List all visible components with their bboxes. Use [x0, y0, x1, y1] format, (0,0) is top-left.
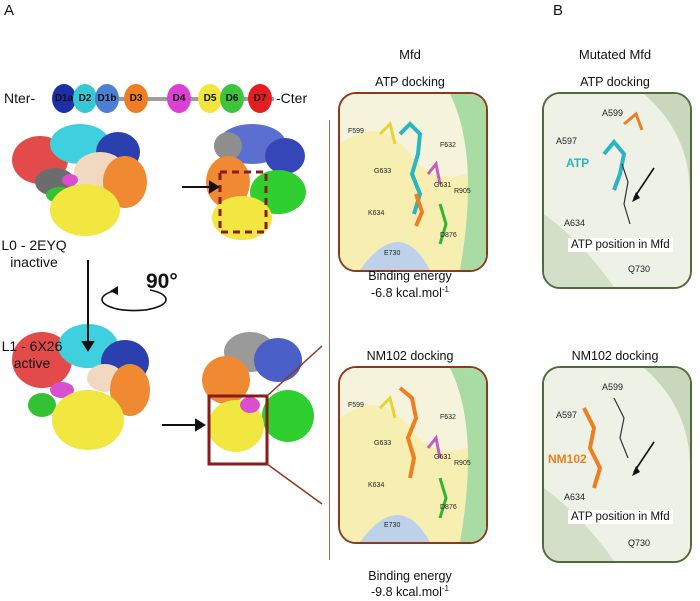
mfd-atp-docking: ATP docking: [375, 75, 445, 89]
l0-label: L0 - 2EYQ inactive: [0, 237, 68, 271]
l1-line1: L1 - 6X26: [1, 338, 63, 354]
mfd-nm102-energy-label: Binding energy: [368, 569, 452, 583]
residue-a634: A634: [564, 492, 586, 502]
domain-d1a: D1a: [52, 84, 76, 113]
residue-a597: A597: [556, 136, 578, 146]
rotation-arrow: [101, 289, 167, 312]
residue-g631: G631: [434, 182, 452, 189]
mfd-nm102-energy-value: -9.8 kcal.mol: [371, 585, 442, 600]
structure-l0-front: [12, 124, 147, 236]
mfd-nm102-energy-exponent: -1: [441, 584, 449, 593]
residue-d876: D876: [440, 504, 457, 511]
residue-r905: R905: [454, 188, 471, 195]
residue-g631: G631: [434, 454, 452, 461]
panel-a-label: A: [4, 2, 15, 19]
mutated-nm102-docking: NM102 docking: [571, 349, 659, 363]
residue-g633: G633: [374, 440, 392, 447]
residue-a599: A599: [602, 108, 624, 118]
residue-a599: A599: [602, 382, 624, 392]
residue-r905: R905: [454, 460, 471, 467]
mfd-nm102-energy: -9.8 kcal.mol-1: [340, 584, 480, 599]
domain-d4: D4: [167, 84, 191, 113]
residue-g633: G633: [374, 168, 392, 175]
mutated-atp-ligand-label: ATP: [566, 156, 590, 170]
domain-d6: D6: [220, 84, 244, 113]
mfd-atp-energy-exponent: -1: [441, 285, 449, 294]
residue-a634: A634: [564, 218, 586, 228]
mfd-nm102-docking: NM102 docking: [366, 349, 454, 363]
residue-f632: F632: [440, 142, 456, 149]
mutated-atp-docking: ATP docking: [580, 75, 650, 89]
residue-d876: D876: [440, 232, 457, 239]
protein-structures: [12, 120, 330, 560]
domain-d1b: D1b: [95, 84, 119, 113]
residue-q730: Q730: [628, 264, 651, 274]
mutated-nm102-ligand-label: NM102: [548, 452, 587, 466]
residue-f632: F632: [440, 414, 456, 421]
mutated-title: Mutated Mfd: [578, 47, 652, 62]
residue-e730: E730: [384, 250, 401, 257]
arrows: [81, 180, 220, 432]
structure-l1-front: [12, 324, 150, 450]
domain-d5: D5: [198, 84, 222, 113]
structure-l0-rotated: [206, 124, 306, 240]
domain-d2: D2: [73, 84, 97, 113]
mfd-title: Mfd: [399, 47, 421, 62]
mfd-atp-energy: -6.8 kcal.mol-1: [340, 285, 480, 300]
residue-k634: K634: [368, 210, 385, 217]
residue-f599: F599: [348, 128, 364, 135]
residue-e730: E730: [384, 522, 401, 529]
residue-f599: F599: [348, 402, 364, 409]
residue-k634: K634: [368, 482, 385, 489]
structure-l1-rotated: [202, 332, 314, 466]
panel-connectors: [266, 120, 330, 560]
l0-line1: L0 - 2EYQ: [1, 237, 67, 253]
nter-label: Nter-: [4, 90, 36, 106]
cter-label: -Cter: [276, 90, 308, 106]
residue-q730: Q730: [628, 538, 651, 548]
domain-d7: D7: [248, 84, 272, 113]
l1-label: L1 - 6X26 active: [0, 338, 64, 372]
domain-d3: D3: [124, 84, 148, 113]
residue-a597: A597: [556, 410, 578, 420]
mutated-nm102-callout: ATP position in Mfd: [568, 510, 673, 524]
rotation-label: 90°: [146, 270, 178, 293]
l1-line2: active: [13, 355, 51, 371]
domain-bar-line: [54, 97, 274, 101]
l0-line2: inactive: [10, 254, 58, 270]
mfd-atp-energy-value: -6.8 kcal.mol: [371, 286, 442, 301]
mutated-atp-callout: ATP position in Mfd: [568, 238, 673, 252]
mfd-atp-energy-label: Binding energy: [368, 269, 452, 283]
panel-b-label: B: [553, 2, 564, 19]
